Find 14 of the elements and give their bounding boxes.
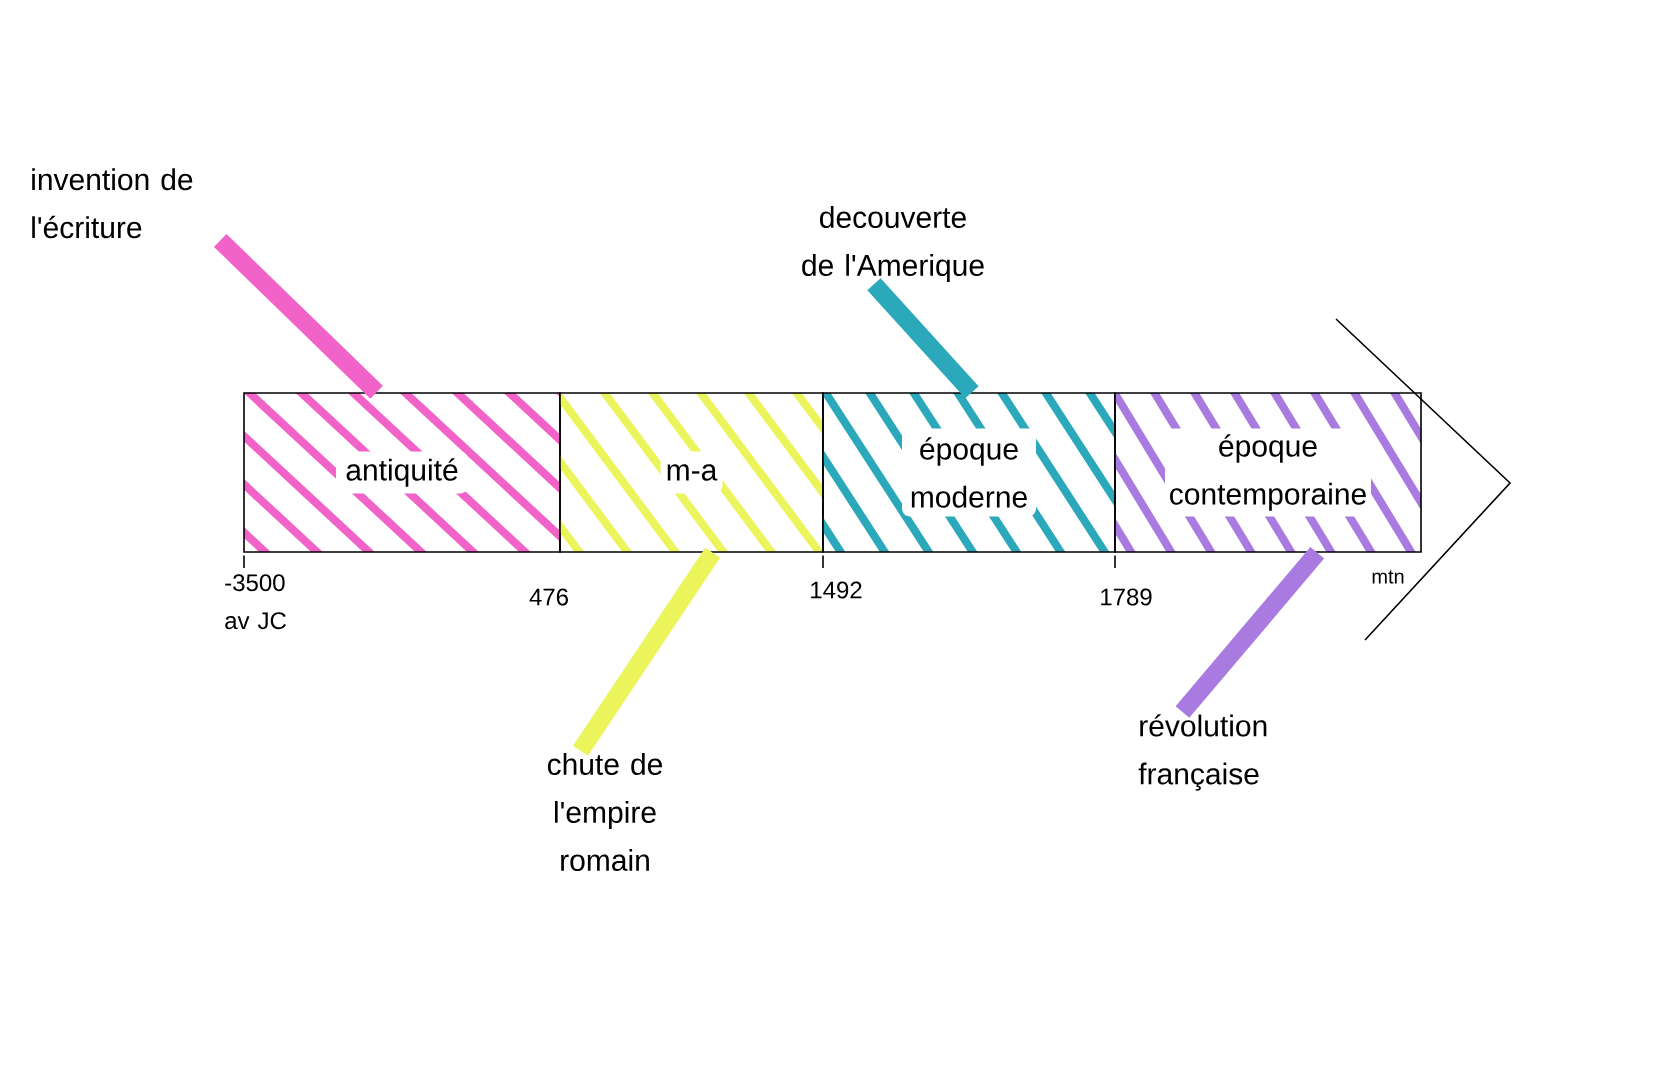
period-cell: m-a	[559, 392, 824, 553]
period-cell: époque contemporaine	[1114, 392, 1422, 553]
event-label: invention de l'écriture	[32, 168, 193, 239]
leader-line	[573, 547, 721, 756]
date-label: 1789	[1101, 588, 1152, 606]
event-label: révolution française	[1138, 714, 1267, 791]
event-label: chute de l'empire romain	[547, 753, 663, 872]
leader-line	[867, 278, 979, 399]
date-label: 1492	[811, 581, 862, 599]
leader-line	[213, 234, 383, 399]
date-label: 476	[529, 588, 568, 606]
leader-line	[1175, 547, 1325, 718]
period-cell: antiquité	[243, 392, 561, 553]
event-label: decouverte de l'Amerique	[802, 206, 984, 282]
